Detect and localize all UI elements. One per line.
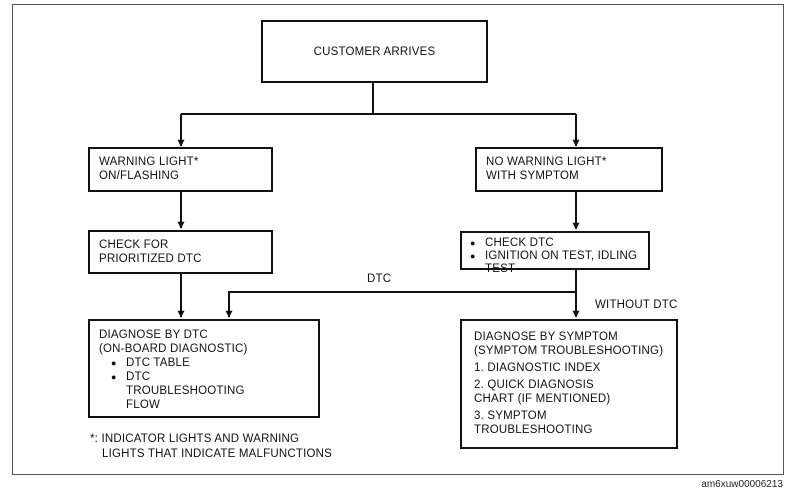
node-check-prioritized-line2: PRIORITIZED DTC — [99, 253, 202, 265]
edge-label-without-dtc: WITHOUT DTC — [595, 299, 678, 311]
footnote: *: INDICATOR LIGHTS AND WARNING LIGHTS T… — [90, 432, 332, 462]
edge-label-dtc: DTC — [367, 273, 392, 285]
node-diagnose-by-dtc: DIAGNOSE BY DTC (ON-BOARD DIAGNOSTIC) DT… — [88, 319, 320, 418]
node-no-warning-light-line2: WITH SYMPTOM — [486, 170, 579, 182]
node-check-prioritized-line1: CHECK FOR — [99, 239, 169, 251]
diagnose-dtc-subtitle: (ON-BOARD DIAGNOSTIC) — [99, 343, 248, 355]
footnote-line2: LIGHTS THAT INDICATE MALFUNCTIONS — [102, 448, 333, 460]
diagnose-dtc-item: DTC TROUBLESHOOTING FLOW — [109, 370, 244, 412]
diagnose-symptom-item: 2. QUICK DIAGNOSIS CHART (IF MENTIONED) — [474, 379, 611, 405]
check-dtc-item: CHECK DTC — [468, 236, 642, 250]
check-dtc-item: IGNITION ON TEST, IDLING TEST — [468, 250, 642, 276]
node-warning-light-line2: ON/FLASHING — [99, 170, 180, 182]
node-customer-arrives: CUSTOMER ARRIVES — [261, 20, 488, 83]
diagnose-symptom-subtitle: (SYMPTOM TROUBLESHOOTING) — [474, 345, 664, 357]
node-diagnose-by-symptom: DIAGNOSE BY SYMPTOM (SYMPTOM TROUBLESHOO… — [460, 319, 678, 449]
node-check-prioritized-dtc: CHECK FOR PRIORITIZED DTC — [88, 230, 273, 274]
diagnose-symptom-item: 1. DIAGNOSTIC INDEX — [474, 362, 601, 374]
diagnose-symptom-title: DIAGNOSE BY SYMPTOM — [474, 331, 618, 343]
node-check-dtc: CHECK DTC IGNITION ON TEST, IDLING TEST — [460, 231, 650, 275]
node-warning-light: WARNING LIGHT* ON/FLASHING — [88, 147, 273, 192]
diagnose-symptom-item: 3. SYMPTOM TROUBLESHOOTING — [474, 410, 593, 436]
diagnose-dtc-item: DTC TABLE — [109, 356, 204, 370]
diagnose-symptom-list: 1. DIAGNOSTIC INDEX 2. QUICK DIAGNOSIS C… — [474, 361, 624, 437]
arrow-dtc-branch — [225, 291, 576, 318]
diagram-frame — [12, 4, 784, 475]
check-dtc-list: CHECK DTC IGNITION ON TEST, IDLING TEST — [468, 236, 642, 276]
diagnose-dtc-title: DIAGNOSE BY DTC — [99, 329, 208, 341]
diagnose-dtc-list: DTC TABLE DTC TROUBLESHOOTING FLOW — [109, 356, 244, 412]
node-no-warning-light-line1: NO WARNING LIGHT* — [486, 156, 607, 168]
footnote-line1: *: INDICATOR LIGHTS AND WARNING — [90, 433, 300, 445]
node-no-warning-light: NO WARNING LIGHT* WITH SYMPTOM — [475, 147, 663, 192]
figure-code: am6xuw00006213 — [701, 479, 783, 490]
node-warning-light-line1: WARNING LIGHT* — [99, 156, 199, 168]
